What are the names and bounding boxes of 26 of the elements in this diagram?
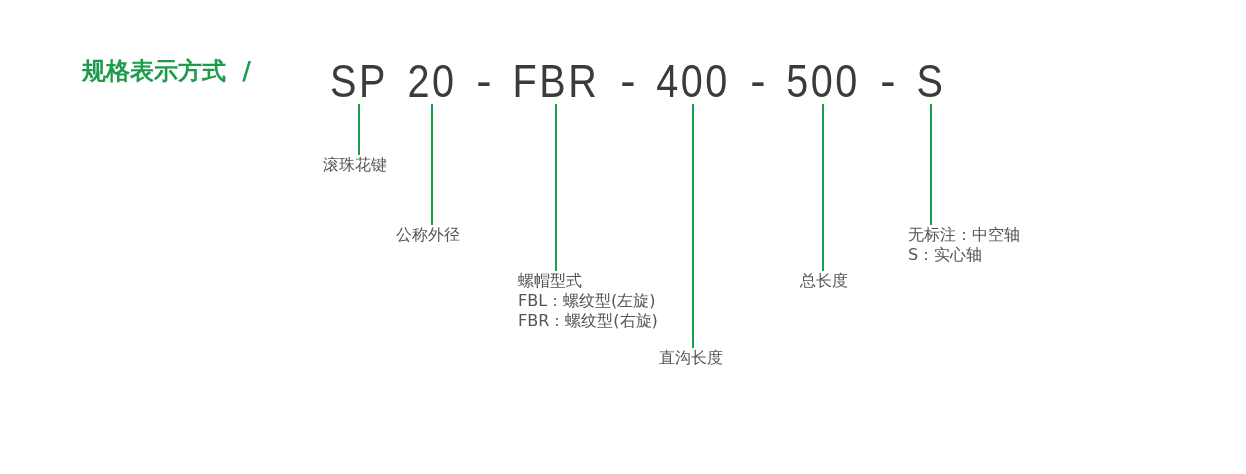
description-text: FBR：螺纹型(右旋) [518,311,658,331]
hyphen-separator: - [476,58,492,104]
title-text: 规格表示方式 / [82,56,252,86]
code-text: 400 [656,58,730,104]
hyphen-separator: - [750,58,766,104]
leader-line [431,103,433,226]
description-text: FBL：螺纹型(左旋) [518,291,657,311]
leader-line [930,103,932,226]
description-text: S：实心轴 [908,245,984,265]
leader-line [555,103,557,272]
code-text: SP [330,58,388,104]
description-text: 总长度 [800,271,848,291]
code-text: 500 [786,58,860,104]
leader-line [358,103,360,156]
leader-line [822,103,824,272]
code-text: FBR [512,58,600,104]
leader-line [692,103,694,349]
description-text: 直沟长度 [659,348,723,368]
description-text: 公称外径 [396,225,460,245]
description-text: 滚珠花键 [323,155,387,175]
hyphen-separator: - [620,58,636,104]
hyphen-separator: - [880,58,896,104]
code-text: 20 [407,58,457,104]
code-text: S [916,58,946,104]
description-text: 螺帽型式 [518,271,583,291]
description-text: 无标注：中空轴 [908,225,1020,245]
